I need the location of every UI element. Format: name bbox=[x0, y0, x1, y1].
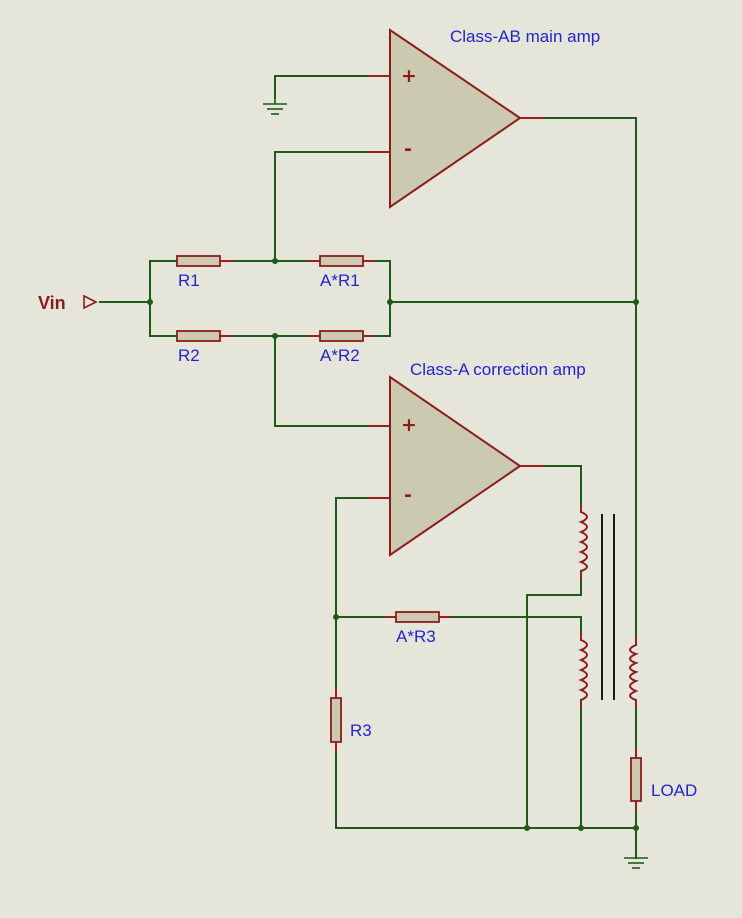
correction-amp-label: Class-A correction amp bbox=[410, 360, 586, 379]
r1-label: R1 bbox=[178, 271, 200, 290]
transformer bbox=[578, 505, 639, 708]
ar2-label: A*R2 bbox=[320, 346, 360, 365]
main-amp-label: Class-AB main amp bbox=[450, 27, 600, 46]
resistor-load bbox=[630, 748, 642, 810]
ar3-label: A*R3 bbox=[396, 627, 436, 646]
main-amp-minus-sign: - bbox=[404, 138, 412, 160]
junction-dot bbox=[387, 299, 393, 305]
vin-port: Vin bbox=[38, 293, 98, 313]
junction-dot bbox=[272, 258, 278, 264]
correction-amp-plus-sign: + bbox=[401, 414, 417, 436]
load-label: LOAD bbox=[651, 781, 697, 800]
junction-dot bbox=[633, 825, 639, 831]
secondary-winding bbox=[629, 644, 639, 701]
main-amp-plus-sign: + bbox=[401, 65, 417, 87]
resistor-r1 bbox=[176, 255, 233, 267]
junction-dot bbox=[333, 614, 339, 620]
correction-amp-opamp: + - bbox=[368, 375, 545, 557]
resistor-r2 bbox=[176, 330, 233, 342]
resistor-ar3 bbox=[385, 611, 450, 623]
wires bbox=[99, 75, 637, 859]
junction-dot bbox=[524, 825, 530, 831]
r3-label: R3 bbox=[350, 721, 372, 740]
primary-winding-upper bbox=[578, 511, 588, 572]
main-amp-opamp: + - bbox=[368, 28, 545, 209]
junction-dot bbox=[578, 825, 584, 831]
ar1-label: A*R1 bbox=[320, 271, 360, 290]
vin-label: Vin bbox=[38, 293, 66, 313]
ground-top-icon bbox=[263, 98, 287, 115]
resistor-r3 bbox=[330, 688, 342, 752]
resistor-ar2 bbox=[308, 330, 374, 342]
correction-amp-minus-sign: - bbox=[404, 484, 412, 506]
resistor-ar1 bbox=[308, 255, 374, 267]
ground-bottom-icon bbox=[624, 857, 648, 869]
r2-label: R2 bbox=[178, 346, 200, 365]
junction-dots bbox=[147, 258, 639, 831]
primary-winding-lower bbox=[578, 639, 588, 701]
junction-dot bbox=[147, 299, 153, 305]
junction-dot bbox=[633, 299, 639, 305]
junction-dot bbox=[272, 333, 278, 339]
